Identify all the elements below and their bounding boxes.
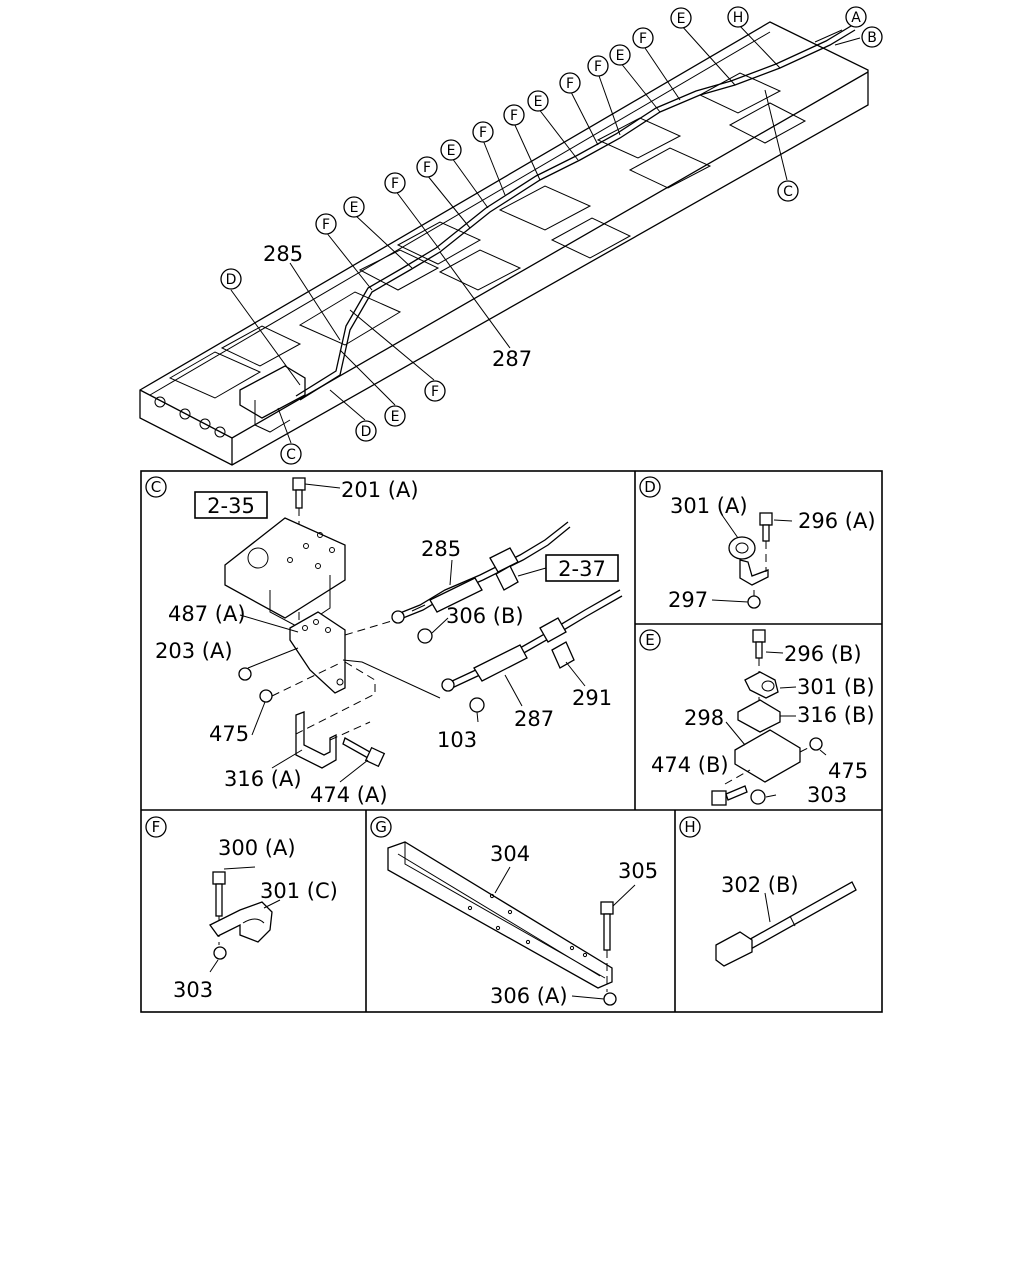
label-103: 103 xyxy=(437,728,477,752)
callout-f: F xyxy=(416,156,438,178)
callout-h: H xyxy=(727,6,749,28)
svg-text:F: F xyxy=(322,217,330,233)
ref-2-35: 2-35 xyxy=(207,494,255,518)
label-303-f: 303 xyxy=(173,978,213,1002)
callout-f: F xyxy=(559,72,581,94)
callout-d: D xyxy=(220,268,242,290)
label-300a: 300 (A) xyxy=(218,836,296,860)
callout-a: A xyxy=(845,6,867,28)
panel-g: G 304 305 306 (A) xyxy=(370,816,658,1008)
label-203a: 203 (A) xyxy=(155,639,233,663)
svg-text:E: E xyxy=(350,200,359,216)
callout-e: E xyxy=(384,405,406,427)
svg-text:F: F xyxy=(639,31,647,47)
label-474b: 474 (B) xyxy=(651,753,729,777)
label-301a: 301 (A) xyxy=(670,494,748,518)
detail-panels-frame xyxy=(140,470,883,1013)
svg-text:F: F xyxy=(391,176,399,192)
callout-f: F xyxy=(472,121,494,143)
callout-f: F xyxy=(424,380,446,402)
panel-c: C 2-35 2-37 xyxy=(145,476,623,807)
label-298: 298 xyxy=(684,706,724,730)
callout-e: E xyxy=(527,90,549,112)
svg-text:E: E xyxy=(447,143,456,159)
label-304: 304 xyxy=(490,842,530,866)
panel-d-tag: D xyxy=(644,478,656,496)
callout-e: E xyxy=(440,139,462,161)
label-305: 305 xyxy=(618,859,658,883)
panel-g-tag: G xyxy=(375,818,387,836)
label-475-e: 475 xyxy=(828,759,868,783)
overview-label-285: 285 xyxy=(263,242,303,266)
svg-text:F: F xyxy=(479,125,487,141)
panel-f: F 300 (A) 301 (C) 303 xyxy=(145,816,338,1002)
label-302b: 302 (B) xyxy=(721,873,799,897)
panel-e: E 296 (B) 301 (B) 298 316 (B) xyxy=(639,629,875,807)
label-296a: 296 (A) xyxy=(798,509,876,533)
svg-text:F: F xyxy=(431,384,439,400)
svg-text:F: F xyxy=(510,108,518,124)
panel-h-tag: H xyxy=(684,818,695,836)
callout-f: F xyxy=(315,213,337,235)
label-291: 291 xyxy=(572,686,612,710)
label-285: 285 xyxy=(421,537,461,561)
svg-text:E: E xyxy=(677,11,686,27)
callout-f: F xyxy=(503,104,525,126)
callout-e: E xyxy=(343,196,365,218)
callout-c: C xyxy=(280,443,302,465)
svg-text:D: D xyxy=(226,272,237,288)
svg-text:A: A xyxy=(851,10,861,26)
svg-text:B: B xyxy=(867,30,877,46)
panel-h: H 302 (B) xyxy=(679,816,857,967)
label-306a: 306 (A) xyxy=(490,984,568,1008)
ref-2-37: 2-37 xyxy=(558,557,606,581)
svg-text:C: C xyxy=(783,184,793,200)
panel-f-tag: F xyxy=(152,818,161,836)
label-287: 287 xyxy=(514,707,554,731)
panel-e-tag: E xyxy=(645,631,654,649)
svg-text:C: C xyxy=(286,447,296,463)
label-487a: 487 (A) xyxy=(168,602,246,626)
svg-text:E: E xyxy=(391,409,400,425)
label-303-e: 303 xyxy=(807,783,847,807)
overview-label-287: 287 xyxy=(492,347,532,371)
label-201a: 201 (A) xyxy=(341,478,419,502)
panel-c-tag: C xyxy=(151,478,161,496)
svg-text:F: F xyxy=(566,76,574,92)
label-296b: 296 (B) xyxy=(784,642,862,666)
chassis-overview: A B C C D D E E E E E E E F F F F F F F … xyxy=(139,6,883,466)
callout-d: D xyxy=(355,420,377,442)
svg-text:D: D xyxy=(361,424,372,440)
callout-f: F xyxy=(587,55,609,77)
label-297: 297 xyxy=(668,588,708,612)
callout-f: F xyxy=(632,27,654,49)
label-475: 475 xyxy=(209,722,249,746)
panel-d: D 301 (A) 296 (A) 297 xyxy=(639,476,876,612)
overview-callouts: A B C C D D E E E E E E E F F F F F F F … xyxy=(220,6,883,465)
label-316a: 316 (A) xyxy=(224,767,302,791)
svg-text:F: F xyxy=(423,160,431,176)
svg-text:E: E xyxy=(616,48,625,64)
svg-text:F: F xyxy=(594,59,602,75)
callout-c: C xyxy=(777,180,799,202)
label-301c: 301 (C) xyxy=(260,879,338,903)
label-301b: 301 (B) xyxy=(797,675,875,699)
callout-b: B xyxy=(861,26,883,48)
callout-e: E xyxy=(670,7,692,29)
label-474a: 474 (A) xyxy=(310,783,388,807)
label-306b: 306 (B) xyxy=(446,604,524,628)
callout-e: E xyxy=(609,44,631,66)
label-316b: 316 (B) xyxy=(797,703,875,727)
callout-f: F xyxy=(384,172,406,194)
svg-text:H: H xyxy=(733,10,744,26)
svg-text:E: E xyxy=(534,94,543,110)
